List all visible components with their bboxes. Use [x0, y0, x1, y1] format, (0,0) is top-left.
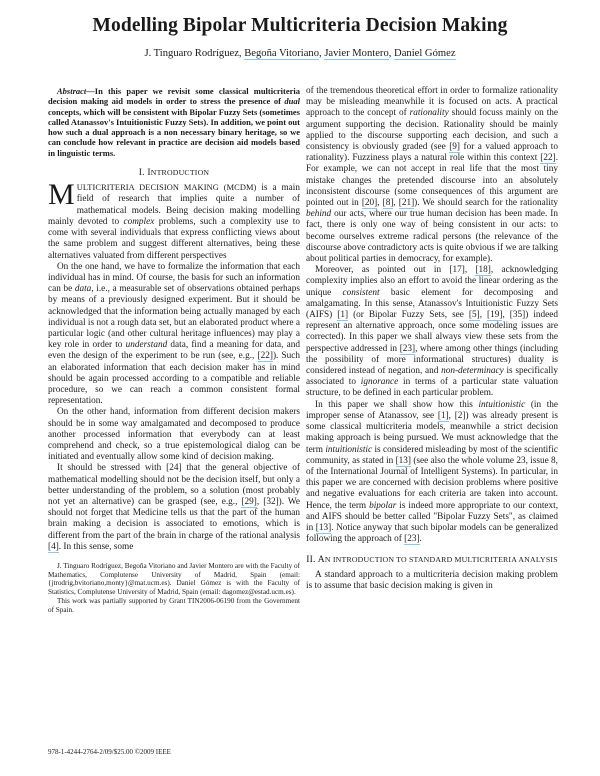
citation-link[interactable]: [5] — [468, 310, 480, 322]
abstract: Abstract—In this paper we revisit some c… — [48, 86, 300, 158]
paragraph: Moreover, as pointed out in [17], [18], … — [306, 265, 558, 399]
citation-link[interactable]: [19] — [487, 310, 503, 322]
citation-link[interactable]: [23] — [404, 534, 420, 546]
citation-link[interactable]: [20] — [361, 198, 378, 210]
citation-link[interactable]: [22] — [540, 153, 556, 165]
drop-cap: M — [48, 178, 75, 212]
citation-link[interactable]: [22] — [257, 351, 273, 363]
author-name: J. Tinguaro Rodríguez — [144, 48, 239, 59]
paragraph: It should be stressed with [24] that the… — [48, 463, 301, 553]
citation-link[interactable]: [13] — [395, 455, 412, 467]
paragraph: A standard approach to a multicriteria d… — [306, 569, 558, 591]
author-list: J. Tinguaro Rodríguez, Begoña Vitoriano,… — [144, 48, 456, 60]
paragraph: of the tremendous theoretical effort in … — [306, 86, 559, 265]
citation-link[interactable]: [13] — [315, 522, 332, 534]
citation-link[interactable]: [8] — [382, 198, 394, 210]
section-heading-standard-multicriteria: II. AN INTRODUCTION TO STANDARD MULTICRI… — [306, 554, 558, 566]
author-link[interactable]: Javier Montero — [324, 48, 389, 60]
citation-link[interactable]: [21] — [398, 198, 415, 210]
citation-link[interactable]: [18] — [475, 265, 491, 277]
left-column: Abstract—In this paper we revisit some c… — [48, 86, 300, 614]
paragraph: In this paper we shall show how this int… — [306, 399, 559, 546]
citation-link[interactable]: [9] — [449, 142, 461, 154]
paragraph: On the one hand, we have to formalize th… — [48, 261, 300, 407]
author-link[interactable]: Begoña Vitoriano — [244, 48, 320, 60]
copyright-footer: 978-1-4244-2764-2/09/$25.00 ©2009 IEEE — [48, 748, 171, 756]
footnote-affiliation: J. Tinguaro Rodríguez, Begoña Vitoriano … — [48, 561, 300, 597]
citation-link[interactable]: [23] — [399, 343, 416, 355]
footnote-funding: This work was partially supported by Gra… — [48, 596, 300, 614]
paragraph: On the other hand, information from diff… — [48, 407, 300, 463]
footnote: J. Tinguaro Rodríguez, Begoña Vitoriano … — [48, 562, 300, 614]
author-link[interactable]: Daniel Gómez — [394, 48, 456, 60]
paper-title: Modelling Bipolar Multicriteria Decision… — [92, 15, 508, 36]
citation-link[interactable]: [1] — [437, 410, 449, 422]
citation-link[interactable]: [1] — [337, 310, 349, 322]
right-column: of the tremendous theoretical effort in … — [306, 86, 558, 592]
section-heading-introduction: I. INTRODUCTION — [138, 167, 210, 179]
citation-link[interactable]: [29] — [241, 496, 257, 508]
citation-link[interactable]: [4] — [48, 541, 59, 553]
